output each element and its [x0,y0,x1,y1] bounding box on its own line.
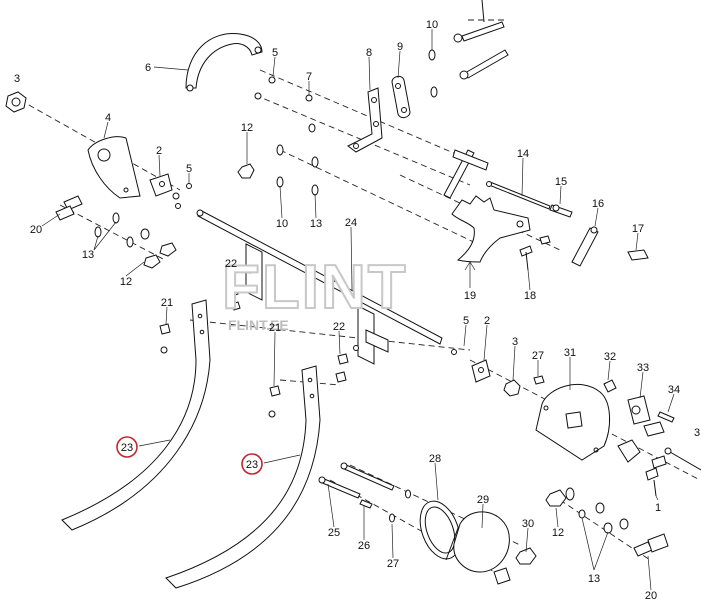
curved-plate-part [87,136,141,199]
callout-c-22b: 22 [333,321,345,333]
watermark-logo-text: FLINT [222,253,408,322]
callout-c-20a: 20 [30,224,42,236]
callout-c-6: 6 [145,62,151,74]
callout-leader-lines [41,29,675,591]
callout-c-15: 15 [555,176,567,188]
fastener-cluster-bottom [318,462,411,523]
watermark-site-text: FLINT.EE [228,317,289,333]
fastener-cluster-left [55,183,192,269]
frame-bar-part [196,209,443,365]
fastener-cluster-right [533,375,701,497]
ring-part [419,500,461,560]
callout-c-2b: 2 [484,315,490,327]
callout-c-1: 1 [655,502,661,514]
callout-c-12c: 12 [552,527,564,539]
callout-c-25: 25 [328,527,340,539]
callout-c-21a: 21 [161,297,173,309]
callout-c-30: 30 [522,518,534,530]
bolt-part-18 [519,245,533,271]
pin-part-15 [549,204,573,218]
spring-tine-part-left [61,299,211,531]
callout-c-19: 19 [464,290,476,302]
callout-c-29: 29 [477,494,489,506]
callout-c-3b: 3 [512,336,518,348]
callout-c-13b: 13 [310,218,322,230]
callout-c-10b: 10 [276,218,288,230]
fastener-cluster-lower-right [515,487,669,565]
callout-c-9: 9 [397,41,403,53]
callout-c-5a: 5 [272,47,278,59]
link-plate-part [391,75,411,119]
fastener-cluster-middle [237,49,438,196]
spring-tine-part-right [165,365,321,589]
callout-c-12a: 12 [241,122,253,134]
callout-c-28: 28 [429,453,441,465]
callout-c-24: 24 [345,217,357,229]
spring-part [571,226,599,267]
callout-c-21b: 21 [269,322,281,334]
disc-plate-part [535,383,610,461]
callout-c-7: 7 [306,71,312,83]
callout-c-2a: 2 [156,145,162,157]
small-bracket-part-right [471,359,491,383]
highlight-circle-23-right [241,453,263,475]
callout-c-23a: 23 [121,442,133,454]
bow-bracket-part [185,33,263,92]
highlight-circle-23-left [116,436,138,458]
t-handle-part [443,149,489,199]
callout-c-5b: 5 [186,163,192,175]
callout-c-14: 14 [517,148,529,160]
callout-c-26: 26 [358,540,370,552]
callout-c-20b: 20 [645,590,657,600]
callout-c-31: 31 [564,347,576,359]
callout-c-23b: 23 [246,459,258,471]
callout-c-3a: 3 [14,73,20,85]
callout-c-22a: 22 [225,258,237,270]
callout-c-13a: 13 [82,249,94,261]
hex-nut-part-right [503,379,521,397]
callout-c-32: 32 [604,351,616,363]
callout-c-17: 17 [632,223,644,235]
watermark: FLINT FLINT.EE [221,252,408,333]
callout-c-8: 8 [366,47,372,59]
sector-gear-part [451,195,551,263]
callout-c-27b: 27 [387,558,399,570]
callout-c-34: 34 [668,384,680,396]
bushing-part [627,249,649,261]
hex-nut-part [5,91,27,113]
callout-c-18: 18 [524,290,536,302]
angle-bracket-part [347,87,383,153]
dome-cap-part [445,511,511,585]
callout-c-33: 33 [637,362,649,374]
small-bracket-part [149,173,173,197]
long-pin-upper [453,0,505,43]
callout-c-3c: 3 [694,427,700,439]
callout-c-5c: 5 [463,315,469,327]
long-pin-lower [459,49,509,80]
callout-c-12b: 12 [120,276,132,288]
callout-c-16: 16 [592,198,604,210]
callout-c-13c: 13 [588,573,600,585]
spring-rod-part [486,181,551,210]
callout-c-4: 4 [105,112,111,124]
fastener-cluster-frame [159,266,457,418]
callout-c-10a: 10 [426,19,438,31]
callout-c-27a: 27 [532,350,544,362]
